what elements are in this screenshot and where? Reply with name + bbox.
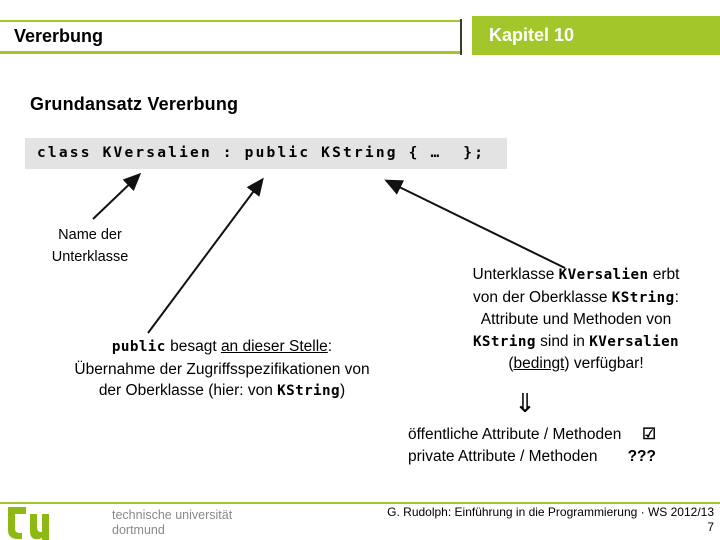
slide-title: Grundansatz Vererbung [30,94,239,114]
university-line-1: technische universität [112,508,233,522]
result-label: private Attribute / Methoden [408,448,598,465]
down-double-arrow-icon: ⇓ [514,388,536,418]
note-line: (bedingt) verfügbar! [508,355,644,372]
header-gap [462,18,472,56]
header-rule-bottom [0,51,720,54]
inheritance-results: öffentliche Attribute / Methoden ☑ priva… [408,424,656,468]
label-line-2: Unterklasse [51,249,129,265]
label-line-1: Name der [58,227,122,243]
checked-checkbox-icon: ☑ [642,426,656,443]
header-separator [460,19,462,55]
note-line: von der Oberklasse KString: [473,288,679,306]
label-name-der-unterklasse: Name der Unterklasse [36,224,144,268]
note-line: Unterklasse KVersalien erbt [472,266,680,283]
note-line: KString sind in KVersalien [472,332,680,350]
note-line: der Oberklasse (hier: von KString) [98,382,346,399]
result-label: öffentliche Attribute / Methoden [408,426,622,443]
footer-rule [0,502,720,504]
code-snippet: class KVersalien : public KString { … }; [25,138,507,169]
course-credit: G. Rudolph: Einführung in die Programmie… [387,505,714,519]
note-inheritance-explanation: Unterklasse KVersalien erbt von der Ober… [438,264,714,375]
page-number: 7 [707,520,714,534]
chapter-badge: Kapitel 10 [472,16,720,55]
note-public-meaning: public besagt an dieser Stelle: Übernahm… [40,336,404,403]
result-row-private: private Attribute / Methoden ??? [408,446,656,468]
note-line: Übernahme der Zugriffsspezifikationen vo… [74,360,370,378]
university-line-2: dortmund [112,523,165,537]
tu-dortmund-logo-icon [8,507,49,540]
note-line: Attribute und Methoden von [480,311,672,328]
slide-header-title: Vererbung [14,26,104,46]
header-rule-top [0,20,720,22]
question-marks: ??? [627,448,656,465]
university-name: technische universität dortmund [112,508,232,538]
result-row-public: öffentliche Attribute / Methoden ☑ [408,424,656,446]
note-line: public besagt an dieser Stelle: [111,338,333,355]
